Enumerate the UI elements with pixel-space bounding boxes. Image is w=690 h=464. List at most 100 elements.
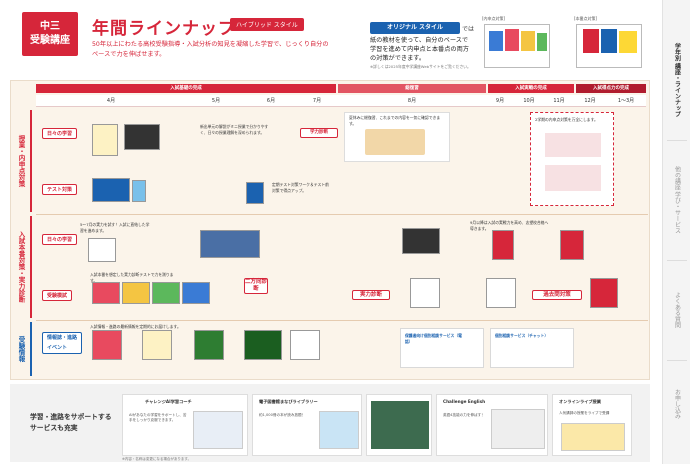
kako-book [590, 278, 618, 308]
service-ai-text: AIがあなたの学習をサポートし、苦手をしっかり克服できます。 [129, 413, 187, 422]
info-mag-5 [290, 330, 320, 360]
row-daily-2: 日々の学習 [42, 234, 78, 245]
month-apr: 4月 [106, 98, 116, 104]
month-sep: 9月 [495, 98, 505, 104]
month-aug: 8月 [407, 98, 417, 104]
thumb1-caption: [内申点対策] [482, 16, 506, 21]
month-nov: 11月 [553, 98, 565, 104]
info-mag-3 [194, 330, 224, 360]
phase-bar: 入試基礎の完成 総復習 入試実戦の完成 入試得点力の完成 [36, 84, 646, 93]
jitsuryoku-button[interactable]: 実力診断 [352, 290, 390, 300]
service-ai-title: チャレンジAI学習コーチ [145, 399, 192, 404]
support-label-line1: 学習・進路をサポートする [30, 413, 112, 421]
original-suffix: では [462, 26, 475, 33]
month-header: 4月 5月 6月 7月 8月 9月 10月 11月 12月 1〜3月 [36, 95, 646, 107]
honban-tablet [402, 228, 440, 254]
service-card-image [366, 394, 432, 456]
tablet-image [124, 124, 160, 150]
info-mag-4 [244, 330, 282, 360]
footer-note: ※内容・名称は変更になる場合があります。 [122, 457, 192, 461]
kako-button[interactable]: 過去問対策 [532, 290, 582, 300]
badge-line1: 中三 [40, 21, 60, 32]
note-info: 入試情報・進路の最新情報を定期的にお届けします。 [90, 324, 181, 329]
service-english-text: 英語4技能の力を伸ばす！ [443, 413, 485, 417]
nav-item-lineup[interactable]: 学年別 講座・ラインナップ [673, 42, 681, 118]
nav-item-other[interactable]: 他の講座 学び・サービス [673, 166, 681, 234]
month-may: 5月 [211, 98, 221, 104]
midterm-button[interactable]: 学力診断 [300, 128, 338, 138]
note-mock: 入試本番を想定した実力診断テストで力を測ります。 [90, 272, 174, 283]
note-test: 定期テスト対策ワーク＆テスト前対策で得点アップ。 [272, 182, 329, 193]
service-card-library[interactable]: 電子図書館まなびライブラリー 約1,000冊の本が読み放題！ [252, 394, 362, 456]
info-mag-2 [142, 330, 172, 360]
summer-panel: 夏休みに総復習、これまでの内容を一気に確認できます。 [344, 112, 450, 162]
month-jul: 7月 [312, 98, 322, 104]
support-parent-label: 保護者向け個別相談サービス（電話） [405, 333, 462, 344]
summer-note: 夏休みに総復習、これまでの内容を一気に確認できます。 [349, 115, 441, 126]
hybrid-style-tag: ハイブリッド スタイル [230, 18, 304, 31]
month-jun: 6月 [266, 98, 276, 104]
row-mock: 受験模試 [42, 290, 73, 301]
nav-item-apply[interactable]: お申し込み [673, 389, 681, 419]
service-live-title: オンラインライブ授業 [559, 399, 601, 404]
service-library-text: 約1,000冊の本が読み放題！ [259, 413, 306, 417]
mock-sheet-1 [410, 278, 440, 308]
phase-practical: 入試実戦の完成 [488, 84, 574, 93]
section-naishin: 授業・内申点対策 [12, 110, 32, 212]
mock-sheet-2 [486, 278, 516, 308]
right-nav: 学年別 講座・ラインナップ 他の講座 学び・サービス よくある質問 お申し込み [662, 0, 690, 464]
daily-material-book [92, 124, 118, 156]
test-workbook-2 [132, 180, 146, 202]
support-chat-label: 個別相談サービス（チャット） [495, 333, 549, 338]
mock-book-4 [182, 282, 210, 304]
phase-review: 総復習 [338, 84, 486, 93]
online-lesson-image [200, 230, 260, 258]
mock-book-3 [152, 282, 180, 304]
support-label-line2: サービスも充実 [30, 424, 78, 432]
row-info: 情報誌・進路イベント [42, 332, 82, 354]
info-mag-1 [92, 330, 122, 360]
badge-line2: 受験講座 [30, 35, 70, 46]
row-daily-1: 日々の学習 [42, 128, 78, 139]
service-live-text: 人気講師の授業をライブで受講 [559, 411, 610, 415]
section-honban: 入試本番対策・実力診断 [12, 216, 32, 318]
phase-score: 入試得点力の完成 [576, 84, 646, 93]
original-style-label: オリジナル スタイル [370, 22, 460, 34]
month-oct: 10月 [523, 98, 535, 104]
note-autumn: 9月以降は入試の実戦力を高め、志望校合格へ導きます。 [470, 220, 549, 231]
mock-book-2 [122, 282, 150, 304]
month-dec: 12月 [584, 98, 596, 104]
nijigen-button[interactable]: 二方向診断 [244, 278, 268, 294]
naishin-materials-image [484, 24, 550, 68]
original-text: 紙の教材を使って、自分のペースで学習を進めて内申点と本番点の両方の対策ができます… [370, 37, 469, 62]
support-services-label: 学習・進路をサポートする サービスも充実 [30, 412, 112, 434]
honban-book [88, 238, 116, 262]
service-library-title: 電子図書館まなびライブラリー [259, 399, 318, 404]
row-test: テスト対策 [42, 184, 78, 195]
month-jan-mar: 1〜3月 [617, 98, 635, 104]
naishin-summary-box: 2学期の内申点対策を万全にします。 [530, 112, 614, 206]
service-card-english[interactable]: Challenge English 英語4技能の力を伸ばす！ [436, 394, 548, 456]
honban-materials-image [576, 24, 642, 68]
honban-book-2 [492, 230, 514, 260]
support-parent-card[interactable]: 保護者向け個別相談サービス（電話） [400, 328, 484, 368]
nav-item-faq[interactable]: よくある質問 [673, 292, 681, 328]
honban-book-3 [560, 230, 584, 260]
note-honban-daily: 5〜7月の実力を試す！入試に直結した学習を進めます。 [80, 222, 150, 233]
course-badge: 中三 受験講座 [22, 12, 78, 56]
page-subtitle: 50年以上にわたる高校受験指導・入試分析の知見を凝縮した学習で、じっくり自分のペ… [92, 41, 329, 58]
test-phone [246, 182, 264, 204]
support-chat-card[interactable]: 個別相談サービス（チャット） [490, 328, 574, 368]
service-card-live[interactable]: オンラインライブ授業 人気講師の授業をライブで受講 [552, 394, 632, 456]
test-workbook [92, 178, 130, 202]
original-note: ※詳しくは2025年度中学講座Webサイトをご覧ください。 [370, 64, 471, 69]
naishin-summary-note: 2学期の内申点対策を万全にします。 [535, 117, 598, 122]
section-juken: 受験情報 [12, 322, 32, 376]
service-english-title: Challenge English [443, 399, 486, 404]
phase-basic: 入試基礎の完成 [36, 84, 336, 93]
thumb2-caption: [本番点対策] [574, 16, 598, 21]
service-card-ai[interactable]: チャレンジAI学習コーチ AIがあなたの学習をサポートし、苦手をしっかり克服でき… [122, 394, 248, 456]
note-daily1: 新出単元の解説がミニ授業で分かりやすく、日々の授業理解を深められます。 [200, 124, 269, 135]
mock-book-1 [92, 282, 120, 304]
page-title: 年間ラインナップ [92, 19, 236, 39]
